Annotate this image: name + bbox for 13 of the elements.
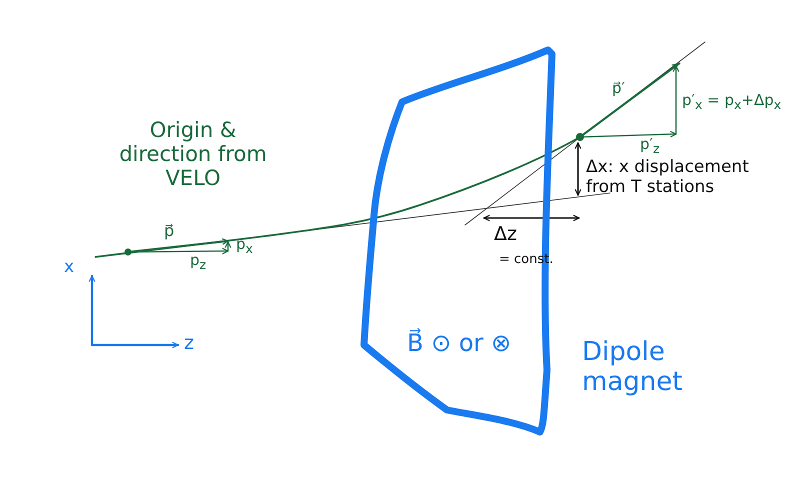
note: Origin & direction from VELO [118,118,268,190]
annotation: Δx: x displacement from T stations [586,158,750,198]
vector-label: p⃗′ [612,80,625,98]
magnet-label: Dipole magnet [582,338,684,398]
formula: p′$_{x}$ = p$_{x}$+Δp$_{x}$ [682,92,782,112]
vector-label: p′$_{z}$ [640,136,660,156]
axis-label: x [64,258,74,278]
dimension-label: Δz [494,224,517,246]
field-label: B⃗ ⊙ or ⊗ [407,330,512,358]
axis-label: z [184,333,194,355]
vector-label: p$_{x}$ [236,236,253,256]
vector-label: p⃗ [164,222,174,240]
vector-label: p$_{z}$ [190,252,206,272]
